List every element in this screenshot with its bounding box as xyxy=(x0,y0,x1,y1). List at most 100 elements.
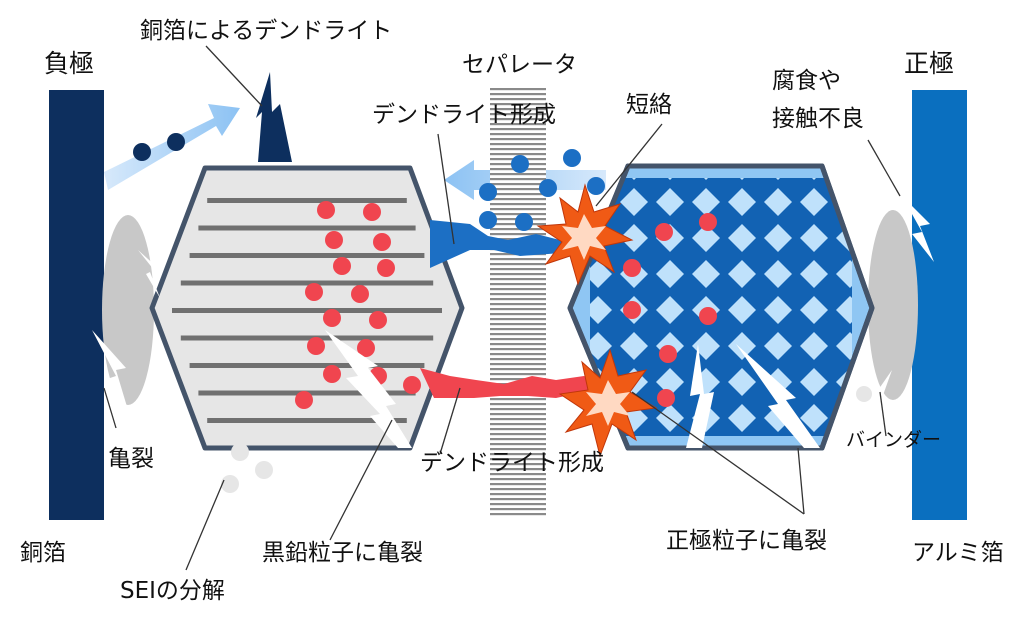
separator-stripe xyxy=(490,118,546,121)
lithium-ion-red xyxy=(659,345,677,363)
separator-stripe xyxy=(490,278,546,281)
leader-lines xyxy=(103,45,901,571)
sei-debris-particle xyxy=(255,461,273,479)
separator-stripe xyxy=(490,458,546,461)
anode-edge-crack-upper xyxy=(138,250,160,298)
separator-stripe xyxy=(490,503,546,506)
separator-stripe xyxy=(490,333,546,336)
separator-stripe xyxy=(490,348,546,351)
separator-stripe xyxy=(490,293,546,296)
lithium-ion-red xyxy=(655,223,673,241)
separator-stripe xyxy=(490,483,546,486)
separator-stripe xyxy=(490,368,546,371)
separator-stripe xyxy=(490,478,546,481)
copper-dendrite-spike xyxy=(256,72,292,162)
separator-stripe xyxy=(490,413,546,416)
label-copper-dendrite: 銅箔によるデンドライト xyxy=(140,18,392,44)
separator-stripe xyxy=(490,258,546,261)
lithium-ion-red xyxy=(305,283,323,301)
lithium-ion-red xyxy=(351,285,369,303)
lithium-ion-red xyxy=(377,259,395,277)
label-crack-left: 亀裂 xyxy=(108,446,154,472)
separator-stripe xyxy=(490,108,546,111)
label-negative-electrode: 負極 xyxy=(44,49,94,78)
separator-stripe xyxy=(490,513,546,516)
separator-stripe xyxy=(490,178,546,181)
separator-stripe xyxy=(490,113,546,116)
separator-stripe xyxy=(490,128,546,131)
separator-stripe xyxy=(490,138,546,141)
sei-debris-particle xyxy=(231,443,249,461)
anode-edge-crack xyxy=(92,330,128,412)
separator-stripe xyxy=(490,493,546,496)
separator-stripe xyxy=(490,88,546,91)
separator-stripe xyxy=(490,188,546,191)
separator-stripe xyxy=(490,193,546,196)
lithium-ion-red xyxy=(317,201,335,219)
separator-stripe xyxy=(490,423,546,426)
separator-stripe xyxy=(490,378,546,381)
label-sei-decomposition: SEIの分解 xyxy=(120,578,225,604)
separator-stripe xyxy=(490,203,546,206)
separator-stripe xyxy=(490,233,546,236)
lithium-ions-blue xyxy=(133,133,605,231)
lithium-ion-red xyxy=(363,203,381,221)
dendrite-blue xyxy=(430,220,598,268)
separator-stripe xyxy=(490,418,546,421)
separator-stripe xyxy=(490,488,546,491)
binder-crack-lower xyxy=(866,370,892,420)
separator-stripe xyxy=(490,363,546,366)
anode-binder-ellipse xyxy=(102,215,154,405)
separator-stripe xyxy=(490,263,546,266)
label-short-circuit: 短絡 xyxy=(626,92,672,118)
lithium-ion-red xyxy=(403,376,421,394)
lithium-ion-blue xyxy=(539,179,557,197)
cathode-particle-border xyxy=(567,163,875,451)
label-dendrite-lower: デンドライト形成 xyxy=(420,450,604,476)
graphite-layer-line xyxy=(207,418,407,423)
lithium-ion-blue xyxy=(479,211,497,229)
graphite-layer-line xyxy=(207,198,407,203)
separator-stripe xyxy=(490,283,546,286)
lithium-ion-blue xyxy=(587,177,605,195)
separator-stripe xyxy=(490,403,546,406)
separator-stripe xyxy=(490,143,546,146)
separator-stripe xyxy=(490,398,546,401)
separator-stripe xyxy=(490,498,546,501)
lithium-ions-red xyxy=(295,201,717,409)
cathode-binder-ellipse xyxy=(868,210,918,400)
graphite-layer-line xyxy=(172,308,442,313)
separator-stripe xyxy=(490,358,546,361)
separator-stripe xyxy=(490,173,546,176)
separator-stripe xyxy=(490,198,546,201)
separator-stripe xyxy=(490,303,546,306)
sei-debris-particle xyxy=(221,475,239,493)
cathode-crack-left xyxy=(686,344,714,448)
separator-stripe xyxy=(490,408,546,411)
separator-stripe xyxy=(490,428,546,431)
graphite-layer-line xyxy=(189,363,425,368)
label-corrosion-line2: 接触不良 xyxy=(772,106,864,132)
lithium-ion-blue xyxy=(515,213,533,231)
separator-stripe xyxy=(490,433,546,436)
lithium-ion-red xyxy=(295,391,313,409)
separator-stripe xyxy=(490,153,546,156)
separator-stripe xyxy=(490,268,546,271)
separator-stripe xyxy=(490,353,546,356)
separator-stripe xyxy=(490,438,546,441)
separator-stripe xyxy=(490,328,546,331)
lithium-ion-dark xyxy=(133,143,151,161)
separator-stripe xyxy=(490,148,546,151)
separator-stripe xyxy=(490,93,546,96)
lithium-ion-red xyxy=(699,213,717,231)
separator-stripe xyxy=(490,468,546,471)
separator-stripe xyxy=(490,308,546,311)
separator-stripe xyxy=(490,463,546,466)
separator-stripe xyxy=(490,273,546,276)
separator-stripe xyxy=(490,318,546,321)
short-circuit-flash-lower-core xyxy=(586,380,630,426)
copper-foil-collector xyxy=(49,90,104,520)
separator-stripe xyxy=(490,373,546,376)
dendrite-red xyxy=(420,368,606,398)
label-positive-electrode: 正極 xyxy=(904,49,954,78)
